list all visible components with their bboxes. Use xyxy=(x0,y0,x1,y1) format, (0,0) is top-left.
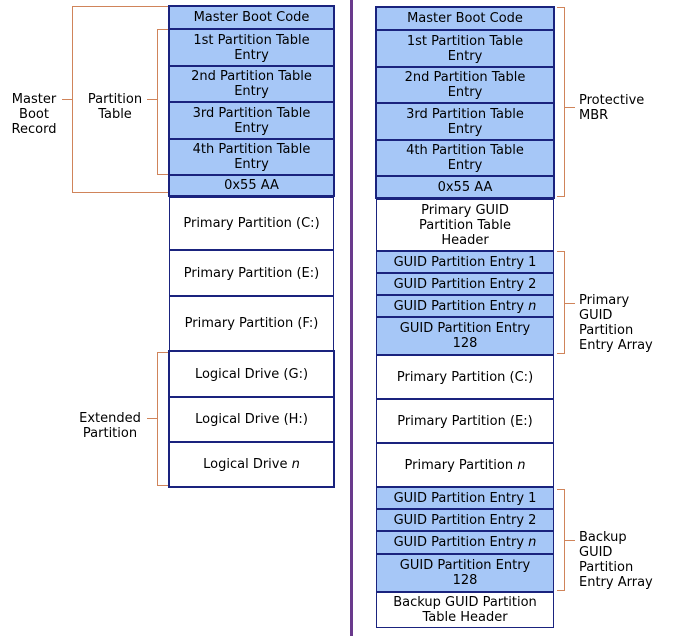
gpt-guid-entry-1: GUID Partition Entry 1 xyxy=(376,251,554,273)
primary-entry-array-label: Primary GUID Partition Entry Array xyxy=(579,293,653,353)
mbr-partition-entry-4: 4th Partition Table Entry xyxy=(169,139,334,175)
mbr-partition-entry-3: 3rd Partition Table Entry xyxy=(169,102,334,139)
mbr-logical-drive-g-label: Logical Drive (G:) xyxy=(194,366,309,382)
gpt-primary-partition-n-var: n xyxy=(517,457,526,473)
gpt-backup-entry-n-prefix: GUID Partition Entry xyxy=(393,535,525,550)
master-boot-record-bracket-tick xyxy=(62,99,72,100)
gpt-backup-entry-n-var: n xyxy=(528,535,537,550)
protective-mbr-bracket-tick xyxy=(565,107,575,108)
primary-entry-array-bracket xyxy=(557,251,565,354)
gpt-backup-entry-n: GUID Partition Entry n xyxy=(376,531,554,554)
mbr-partition-entry-1: 1st Partition Table Entry xyxy=(169,29,334,66)
mbr-partition-entry-2: 2nd Partition Table Entry xyxy=(169,66,334,102)
gpt-primary-partition-c: Primary Partition (C:) xyxy=(376,355,554,399)
protective-mbr-bracket xyxy=(557,7,565,197)
gpt-partition-entry-2: 2nd Partition Table Entry xyxy=(376,67,554,103)
gpt-guid-entry-n-prefix: GUID Partition Entry xyxy=(393,298,525,314)
gpt-backup-header-label: Backup GUID Partition Table Header xyxy=(393,595,537,625)
mbr-logical-drive-h-label: Logical Drive (H:) xyxy=(195,412,308,427)
gpt-partition-entry-1: 1st Partition Table Entry xyxy=(376,30,554,67)
partition-table-label: Partition Table xyxy=(87,92,143,122)
mbr-primary-partition-e: Primary Partition (E:) xyxy=(169,250,334,296)
extended-partition-bracket-tick xyxy=(147,418,157,419)
gpt-partition-entry-3-label: 3rd Partition Table Entry xyxy=(406,106,524,137)
gpt-partition-entry-4: 4th Partition Table Entry xyxy=(376,140,554,176)
gpt-primary-partition-e: Primary Partition (E:) xyxy=(376,399,554,443)
mbr-boot-signature-label: 0x55 AA xyxy=(224,178,279,193)
gpt-primary-partition-e-label: Primary Partition (E:) xyxy=(397,413,533,429)
mbr-primary-partition-c: Primary Partition (C:) xyxy=(169,197,334,250)
mbr-primary-partition-f-label: Primary Partition (F:) xyxy=(184,316,319,331)
gpt-master-boot-code: Master Boot Code xyxy=(376,7,554,30)
partition-table-bracket xyxy=(157,29,168,175)
gpt-guid-entry-128-label: GUID Partition Entry 128 xyxy=(399,321,531,351)
mbr-partition-entry-1-label: 1st Partition Table Entry xyxy=(193,32,310,63)
gpt-primary-header-label: Primary GUID Partition Table Header xyxy=(419,202,511,248)
gpt-master-boot-code-label: Master Boot Code xyxy=(407,11,523,26)
mbr-partition-entry-2-label: 2nd Partition Table Entry xyxy=(191,69,312,99)
backup-entry-array-label: Backup GUID Partition Entry Array xyxy=(579,530,653,590)
gpt-primary-partition-n-label: Primary Partition n xyxy=(405,458,526,473)
gpt-backup-entry-n-label: GUID Partition Entry n xyxy=(394,535,537,550)
mbr-logical-drive-g: Logical Drive (G:) xyxy=(169,351,334,397)
gpt-guid-entry-1-label: GUID Partition Entry 1 xyxy=(393,254,537,270)
mbr-master-boot-code: Master Boot Code xyxy=(169,6,334,29)
gpt-backup-entry-2-label: GUID Partition Entry 2 xyxy=(393,512,537,528)
protective-mbr-label: Protective MBR xyxy=(579,93,645,123)
gpt-backup-entry-2: GUID Partition Entry 2 xyxy=(376,509,554,531)
gpt-primary-partition-n: Primary Partition n xyxy=(376,443,554,487)
gpt-partition-entry-3: 3rd Partition Table Entry xyxy=(376,103,554,140)
mbr-logical-drive-n-var: n xyxy=(291,457,300,472)
gpt-backup-entry-128: GUID Partition Entry 128 xyxy=(376,554,554,592)
gpt-guid-entry-2-label: GUID Partition Entry 2 xyxy=(393,276,537,292)
gpt-guid-entry-2: GUID Partition Entry 2 xyxy=(376,273,554,295)
gpt-guid-entry-n-var: n xyxy=(528,298,537,314)
gpt-boot-signature-label: 0x55 AA xyxy=(437,179,493,195)
gpt-partition-entry-2-label: 2nd Partition Table Entry xyxy=(404,70,526,100)
gpt-guid-entry-128: GUID Partition Entry 128 xyxy=(376,317,554,355)
gpt-partition-entry-4-label: 4th Partition Table Entry xyxy=(406,143,524,173)
mbr-partition-entry-3-label: 3rd Partition Table Entry xyxy=(192,105,311,136)
mbr-primary-partition-e-label: Primary Partition (E:) xyxy=(183,265,320,281)
backup-entry-array-bracket-tick xyxy=(565,540,575,541)
mbr-master-boot-code-label: Master Boot Code xyxy=(193,10,310,25)
partition-table-bracket-tick xyxy=(147,99,157,100)
extended-partition-label: Extended Partition xyxy=(79,411,141,441)
master-boot-record-bracket xyxy=(72,6,168,193)
mbr-boot-signature: 0x55 AA xyxy=(169,175,334,196)
gpt-backup-header: Backup GUID Partition Table Header xyxy=(376,592,554,628)
mbr-logical-drive-h: Logical Drive (H:) xyxy=(169,397,334,442)
mbr-logical-drive-n-label: Logical Drive n xyxy=(203,457,300,472)
extended-partition-bracket xyxy=(157,352,168,486)
diagram-divider xyxy=(350,0,353,636)
mbr-primary-partition-c-label: Primary Partition (C:) xyxy=(183,216,320,231)
gpt-primary-partition-c-label: Primary Partition (C:) xyxy=(396,369,534,385)
gpt-partition-entry-1-label: 1st Partition Table Entry xyxy=(406,33,524,64)
mbr-partition-entry-4-label: 4th Partition Table Entry xyxy=(192,142,311,172)
gpt-boot-signature: 0x55 AA xyxy=(376,176,554,198)
master-boot-record-label: Master Boot Record xyxy=(11,92,57,137)
mbr-logical-drive-n: Logical Drive n xyxy=(169,442,334,487)
mbr-logical-drive-n-prefix: Logical Drive xyxy=(203,457,288,472)
gpt-primary-header: Primary GUID Partition Table Header xyxy=(376,199,554,251)
primary-entry-array-bracket-tick xyxy=(565,303,575,304)
gpt-backup-entry-128-label: GUID Partition Entry 128 xyxy=(399,558,531,588)
mbr-primary-partition-f: Primary Partition (F:) xyxy=(169,296,334,351)
gpt-guid-entry-n: GUID Partition Entry n xyxy=(376,295,554,317)
gpt-backup-entry-1-label: GUID Partition Entry 1 xyxy=(393,490,537,506)
gpt-guid-entry-n-label: GUID Partition Entry n xyxy=(394,299,537,314)
gpt-primary-partition-n-prefix: Primary Partition xyxy=(404,457,514,473)
gpt-backup-entry-1: GUID Partition Entry 1 xyxy=(376,487,554,509)
backup-entry-array-bracket xyxy=(557,489,565,591)
